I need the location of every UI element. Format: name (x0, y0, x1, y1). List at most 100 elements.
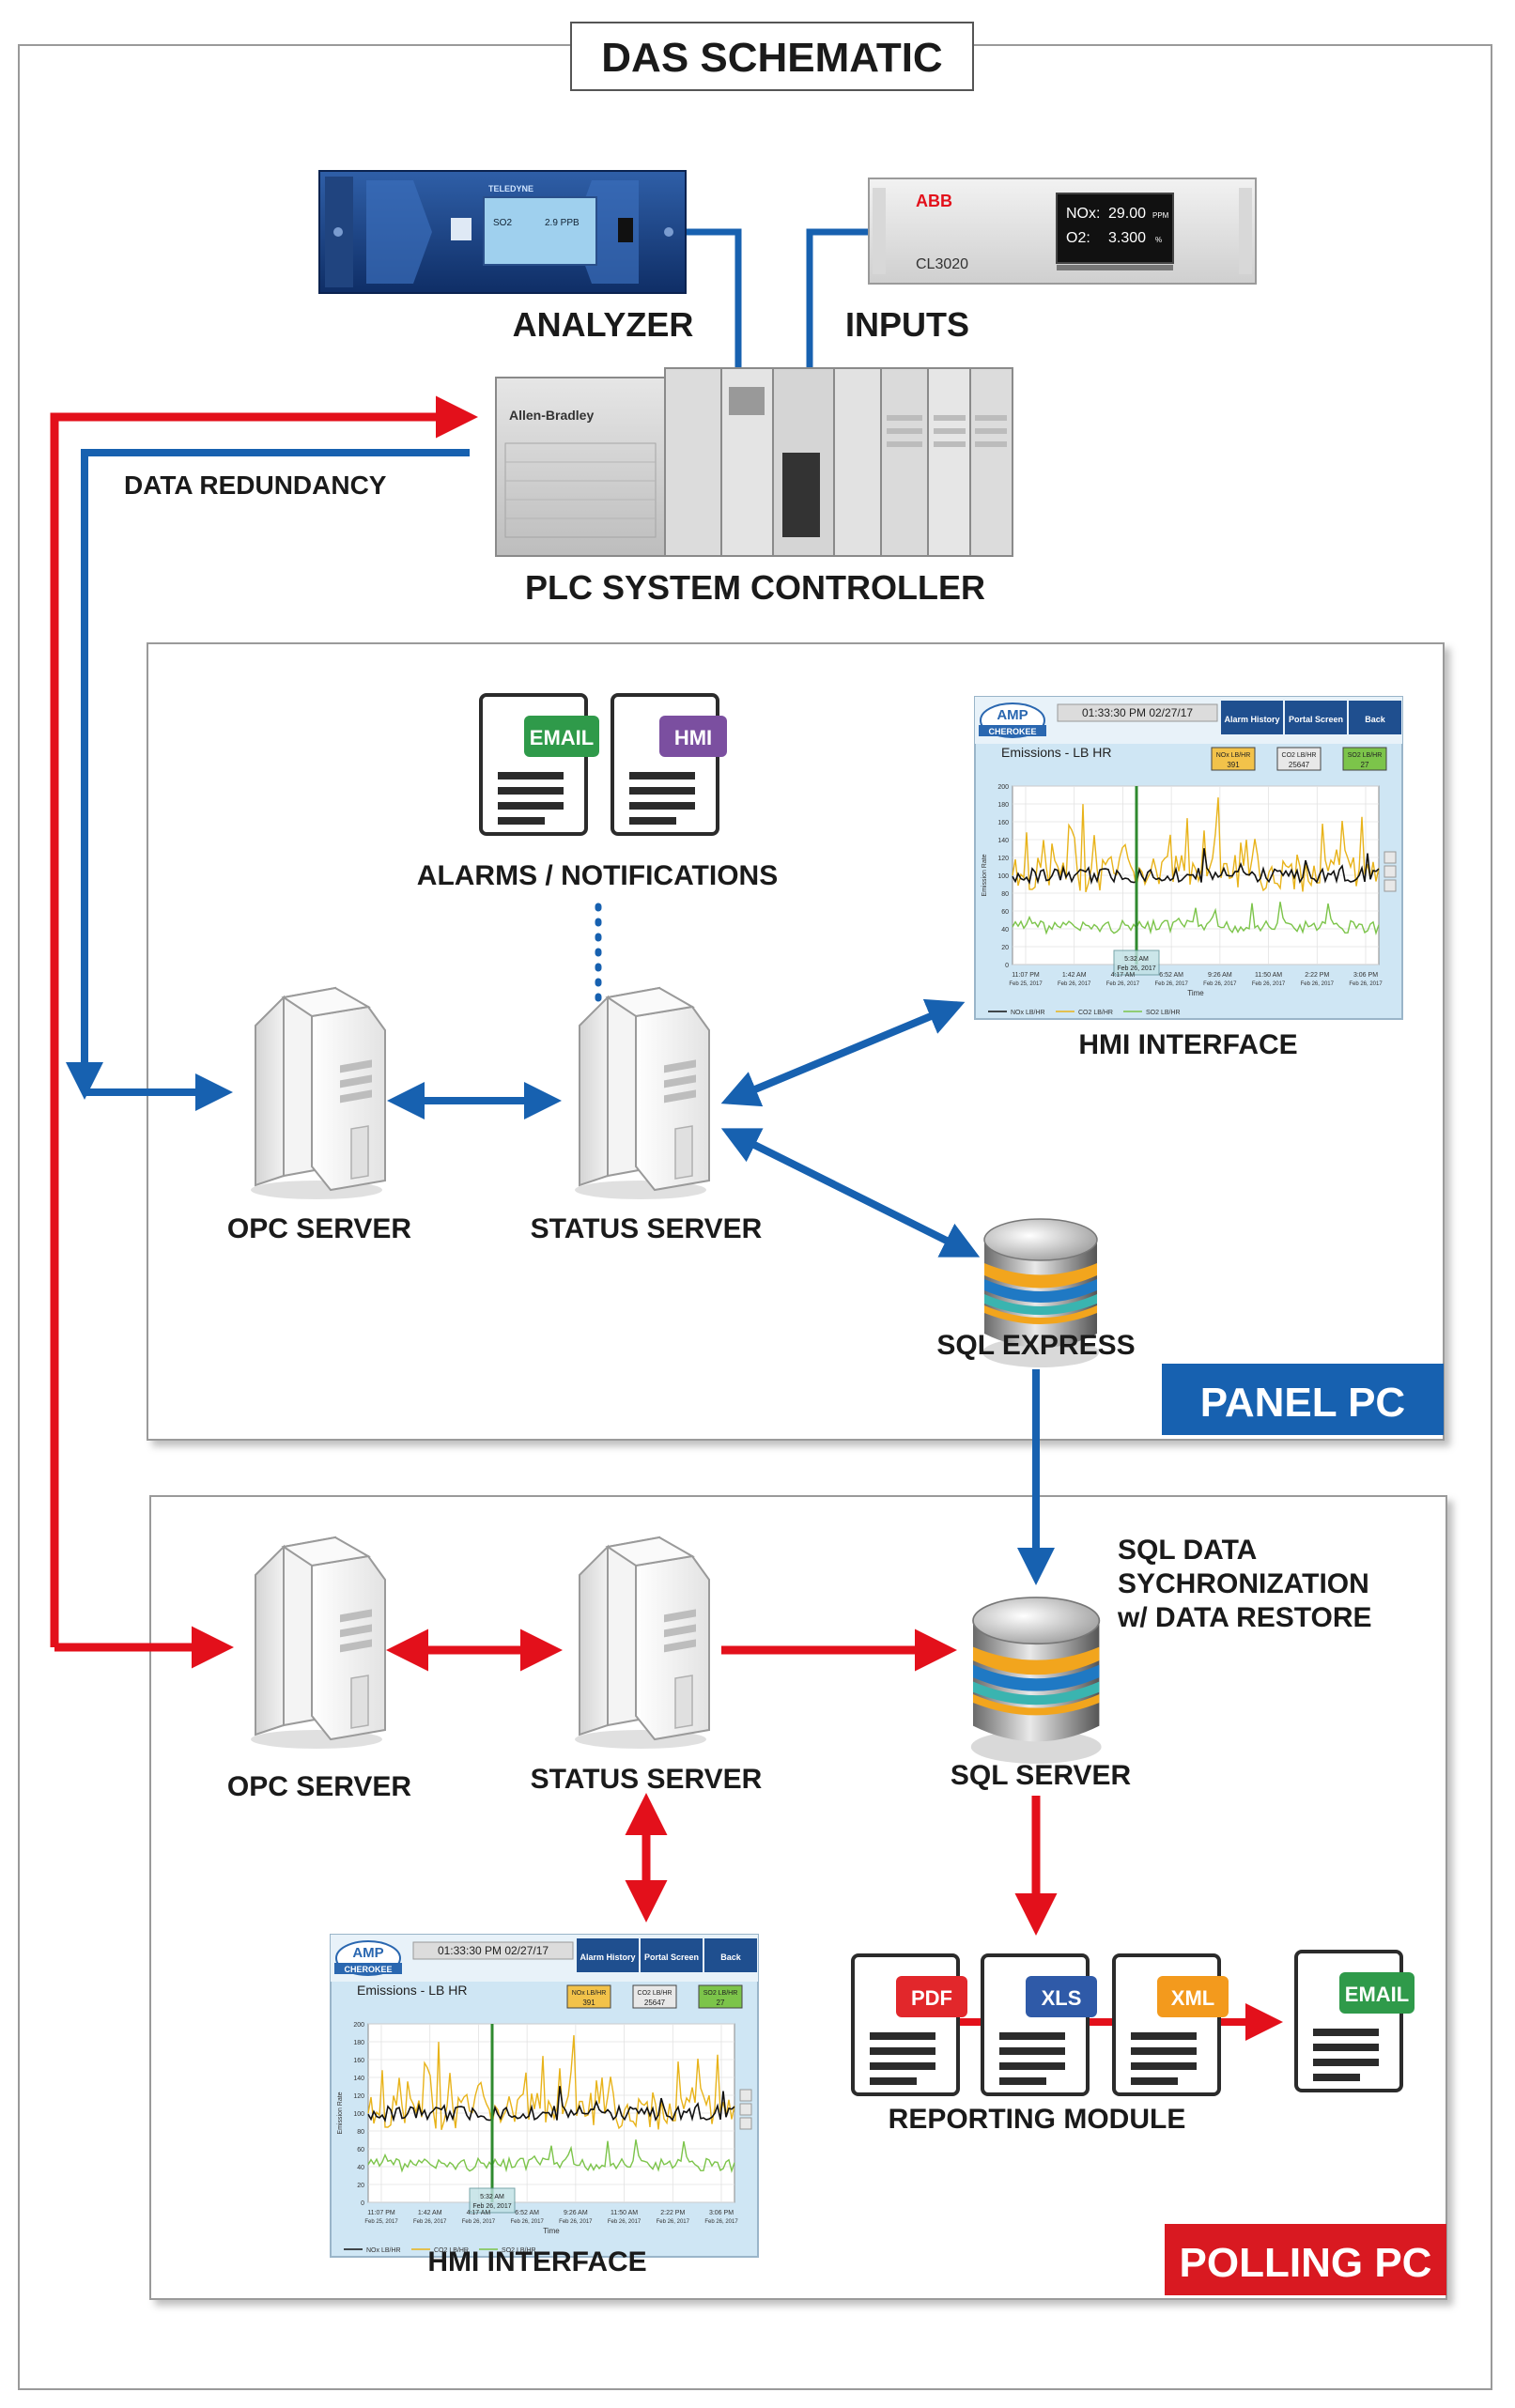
polling-pc-label: POLLING PC (1180, 2240, 1432, 2286)
panel-hmi-interface-label: HMI INTERFACE (1078, 1029, 1297, 1060)
hmi-legend-co2: CO2 LB/HR (434, 2247, 469, 2254)
title-box (570, 22, 974, 91)
reporting-module-label: REPORTING MODULE (889, 2104, 1186, 2135)
hmi-y-tick: 140 (997, 838, 1009, 844)
hmi-y-tick: 200 (997, 784, 1009, 791)
hmi-series-so2 (367, 2139, 735, 2173)
hmi-cursor-time: 5:32 AM (480, 2194, 504, 2200)
abb-brand: ABB (916, 192, 952, 210)
hmi-x-tick: 6:52 AM (515, 2210, 539, 2216)
hmi-cursor-time: 5:32 AM (1124, 956, 1149, 963)
hmi-x-axis-label: Time (543, 2227, 560, 2235)
hmi-y-tick: 0 (1005, 963, 1009, 969)
hmi-y-tick: 100 (997, 873, 1009, 880)
hmi-y-axis-label: Emission Rate (337, 2092, 344, 2134)
analyzer-reading-label: SO2 (493, 218, 512, 228)
hmi-y-tick: 60 (1001, 909, 1009, 916)
hmi-x-date: Feb 26, 2017 (1301, 981, 1335, 987)
hmi-tile-nox-label: NOx LB/HR (1216, 752, 1251, 759)
hmi-tile-co2-label: CO2 LB/HR (1282, 752, 1317, 759)
hmi-series-nox (1012, 848, 1380, 886)
analyzer-brand: TELEDYNE (488, 184, 533, 193)
hmi-x-date: Feb 26, 2017 (510, 2219, 544, 2225)
hmi-x-tick: 11:50 AM (611, 2210, 638, 2216)
hmi-btn-back: Back (1365, 715, 1386, 724)
hmi-x-date: Feb 26, 2017 (1154, 981, 1188, 987)
hmi-btn-portal: Portal Screen (644, 1953, 699, 1962)
sql-server-label: SQL SERVER (951, 1760, 1132, 1791)
hmi-y-tick: 120 (353, 2093, 364, 2100)
abb-nox-label: NOx: (1066, 206, 1100, 222)
abb-o2-unit: % (1155, 236, 1162, 244)
hmi-y-tick: 140 (353, 2076, 364, 2082)
hmi-x-tick: 4:17 AM (1111, 972, 1136, 979)
hmi-x-date: Feb 26, 2017 (1252, 981, 1286, 987)
hmi-x-axis-label: Time (1187, 989, 1204, 997)
alarms-label: ALARMS / NOTIFICATIONS (417, 860, 778, 891)
panel-pc-label: PANEL PC (1200, 1380, 1405, 1426)
polling-status-server-label: STATUS SERVER (531, 1764, 763, 1795)
hmi-y-tick: 100 (353, 2111, 364, 2118)
pdf-document-icon: PDF (851, 1953, 967, 2096)
abb-o2-label: O2: (1066, 230, 1090, 246)
hmi-y-axis-label: Emission Rate (982, 854, 988, 896)
hmi-x-tick: 3:06 PM (709, 2210, 734, 2216)
hmi-x-date: Feb 25, 2017 (1009, 981, 1043, 987)
plc-device: Allen-Bradley (495, 367, 1013, 557)
panel-opc-server-label: OPC SERVER (227, 1213, 412, 1244)
hmi-y-tick: 80 (357, 2129, 364, 2136)
red-redundancy-link (50, 395, 478, 1647)
polling-pc-banner (1165, 2224, 1446, 2295)
hmi-legend-nox: NOx LB/HR (366, 2247, 401, 2254)
hmi-clock: 01:33:30 PM 02/27/17 (438, 1944, 549, 1957)
hmi-tile-nox-value: 391 (1227, 761, 1240, 769)
hmi-x-tick: 2:22 PM (660, 2210, 685, 2216)
hmi-x-tick: 2:22 PM (1305, 972, 1329, 979)
polling-opc-server-icon (250, 1536, 386, 1750)
sql-express-label: SQL EXPRESS (936, 1330, 1135, 1361)
plc-label: PLC SYSTEM CONTROLLER (525, 568, 985, 607)
hmi-btn-alarm: Alarm History (1224, 715, 1279, 724)
hmi-logo-bottom: CHEROKEE (988, 727, 1036, 736)
sql-server-db-icon (969, 1597, 1103, 1765)
plc-brand: Allen-Bradley (509, 408, 594, 423)
hmi-y-tick: 40 (1001, 927, 1009, 934)
hmi-x-date: Feb 26, 2017 (657, 2219, 690, 2225)
inputs-label: INPUTS (845, 305, 969, 344)
hmi-x-tick: 9:26 AM (564, 2210, 588, 2216)
hmi-y-tick: 180 (353, 2040, 364, 2046)
hmi-x-date: Feb 26, 2017 (413, 2219, 447, 2225)
abb-device: ABB CL3020 NOx: 29.00 PPM O2: 3.300 % (868, 178, 1257, 285)
page-title: DAS SCHEMATIC (601, 35, 942, 81)
hmi-chart-title: Emissions - LB HR (1001, 745, 1111, 760)
hmi-y-tick: 20 (1001, 945, 1009, 951)
report-email-tag-label: EMAIL (1345, 1983, 1409, 2006)
hmi-x-date: Feb 26, 2017 (704, 2219, 738, 2225)
sql-sync-label-line2: SYCHRONIZATION (1118, 1568, 1369, 1599)
polling-hmi-interface-label: HMI INTERFACE (427, 2246, 646, 2277)
hmi-tile-co2-label: CO2 LB/HR (638, 1990, 672, 1997)
hmi-tile-so2-value: 27 (1361, 761, 1369, 769)
panel-status-server-label: STATUS SERVER (531, 1213, 763, 1244)
hmi-y-tick: 60 (357, 2147, 364, 2153)
hmi-y-tick: 0 (361, 2200, 364, 2207)
hmi-y-tick: 20 (357, 2183, 364, 2189)
email-document-icon: EMAIL (479, 693, 599, 836)
hmi-y-tick: 160 (997, 820, 1009, 826)
xml-tag-label: XML (1171, 1986, 1214, 2010)
hmi-cursor-date: Feb 26, 2017 (472, 2203, 511, 2210)
abb-model: CL3020 (916, 256, 968, 272)
analyzer-device: TELEDYNE SO2 2.9 PPB (318, 170, 687, 294)
analyzer-reading-value: 2.9 PPB (545, 218, 580, 228)
panel-opc-server-icon (250, 987, 386, 1200)
abb-o2-value: 3.300 (1108, 230, 1146, 246)
pdf-tag-label: PDF (911, 1986, 952, 2010)
panel-pc-banner (1162, 1364, 1444, 1435)
hmi-y-tick: 40 (357, 2165, 364, 2171)
report-email-document-icon: EMAIL (1294, 1950, 1415, 2092)
polling-opc-server-label: OPC SERVER (227, 1771, 412, 1802)
analyzer-plc-link (678, 228, 742, 368)
panel-status-server-icon (574, 987, 710, 1200)
hmi-x-date: Feb 26, 2017 (1106, 981, 1140, 987)
